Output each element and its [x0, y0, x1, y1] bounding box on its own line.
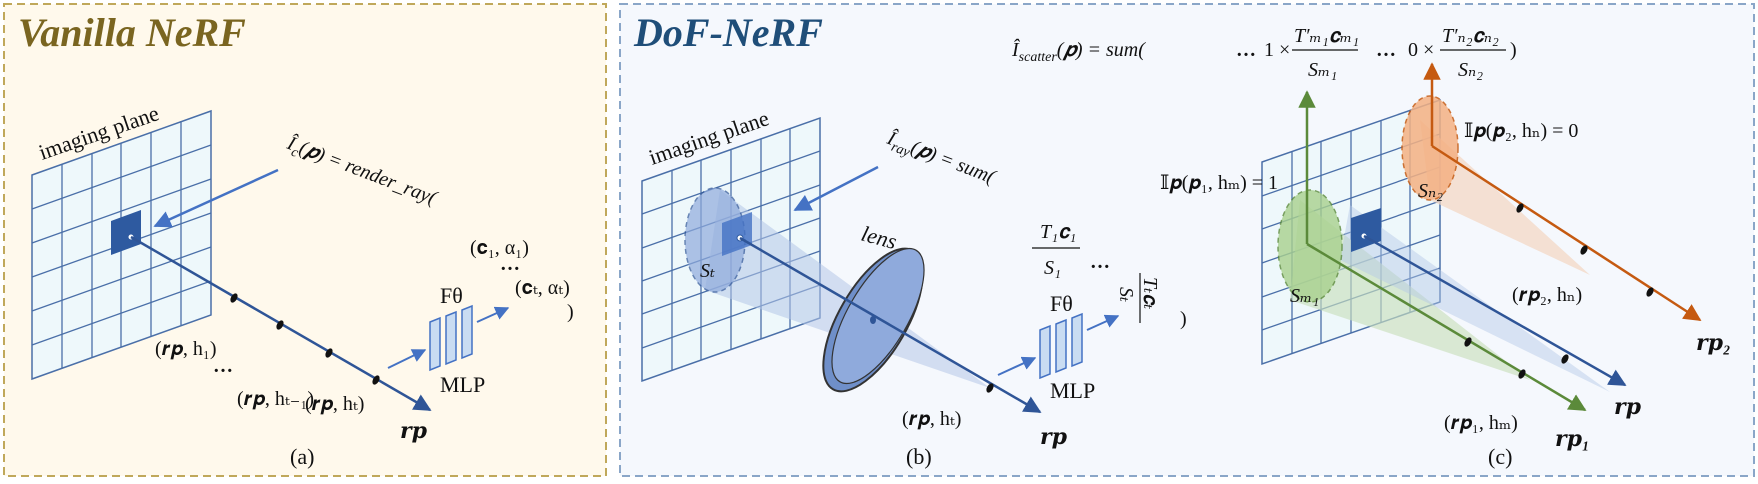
cone-b [705, 190, 990, 388]
f-theta-a: Fθ [440, 283, 463, 308]
panel-c: Îscatter(𝒑) = sum( … 1 × T′ₘ₁𝐜ₘ₁ Sₘ₁ … 0… [1011, 25, 1731, 469]
cone-orange [1420, 120, 1590, 275]
mlp-out-arrow-b [1086, 314, 1120, 331]
frac-n-den: Sₙ₂ [1458, 59, 1483, 81]
mlp-block-a [429, 304, 473, 372]
rp1-label: 𝒓𝒑₁ [1555, 426, 1590, 451]
ellipsis-a: … [500, 253, 520, 275]
lens [822, 247, 925, 393]
sample-points-c [1464, 203, 1654, 379]
panel-b-title: DoF-NeRF [633, 10, 823, 55]
ray-b [739, 236, 1042, 414]
sample-points-a [230, 293, 380, 385]
indicator-0: 𝕀𝒑(𝒑₂, hₙ) = 0 [1464, 120, 1578, 142]
imaging-plane-a [31, 109, 212, 381]
rp-label-b: 𝒓𝒑 [1040, 424, 1068, 449]
eq-c-sub: scatter [1019, 50, 1058, 65]
r-h1-label: (𝒓𝒑, h₁) [155, 338, 217, 360]
close-paren-b: ) [1180, 308, 1187, 330]
cone-green [1290, 200, 1530, 380]
panel-b: DoF-NeRF imaging plane Sₜ len [619, 3, 1755, 477]
mlp-out-arrow-a [476, 306, 510, 323]
mlp-label-a: MLP [440, 372, 485, 397]
frac1-num: T₁𝐜₁ [1040, 221, 1076, 243]
svg-text:Îscatter(𝒑) = sum(: Îscatter(𝒑) = sum( [1011, 38, 1146, 65]
eq-c-hat: Î [1011, 38, 1020, 61]
rp-label-a: 𝒓𝒑 [400, 418, 428, 443]
r-ht-label-a: (𝒓𝒑, hₜ) [305, 393, 364, 415]
fraction-1: T₁𝐜₁ S₁ [1032, 221, 1080, 279]
mlp-block-b [1039, 312, 1083, 380]
ct-alphat: (𝐜ₜ, αₜ) [515, 277, 570, 299]
r-p2-hn-label: (𝒓𝒑₂, hₙ) [1512, 284, 1582, 306]
indicator-1: 𝕀𝒑(𝒑₁, hₘ) = 1 [1160, 172, 1278, 194]
mlp-in-arrow-b [997, 356, 1037, 376]
equation-arrow-a [153, 168, 279, 228]
close-paren-a: ) [567, 301, 574, 323]
st-label-b: Sₜ [700, 260, 715, 282]
fract-den: Sₜ [1115, 287, 1137, 302]
s-m1-label: Sₘ₁ [1290, 285, 1319, 307]
mlp-in-arrow-a [387, 349, 427, 369]
panel-a: Vanilla NeRF imaging plane [3, 3, 607, 477]
eq-c-close: ) [1510, 39, 1517, 61]
eq-c-dots-2: … [1376, 39, 1396, 61]
panel-a-title: Vanilla NeRF [18, 10, 246, 55]
caption-b: (b) [906, 444, 932, 469]
r-p1-hm-label: (𝒓𝒑₁, hₘ) [1444, 412, 1518, 434]
f-theta-b: Fθ [1050, 291, 1073, 316]
caption-a: (a) [290, 444, 314, 469]
selected-pixel-a [111, 210, 141, 255]
r-ht-label-b: (𝒓𝒑, hₜ) [902, 408, 961, 430]
r-ht1-label: (𝒓𝒑, hₜ₋₁) [237, 388, 314, 410]
eq-c-times-0: 0 × [1408, 39, 1434, 61]
scatter-equation: Îscatter(𝒑) = sum( … 1 × T′ₘ₁𝐜ₘ₁ Sₘ₁ … 0… [1011, 25, 1517, 81]
eq-c-times-1: 1 × [1264, 39, 1290, 61]
sample-point-b [986, 383, 994, 393]
ray-p1 [1306, 242, 1587, 412]
eq-c-dots-1: … [1236, 39, 1256, 61]
selected-pixel-b [722, 212, 752, 256]
frac-m-den: Sₘ₁ [1308, 59, 1337, 81]
fraction-t: Tₜ𝐜ₜ Sₜ [1115, 273, 1161, 323]
c1-alpha1: (𝐜₁, α₁) [470, 237, 529, 259]
ray-p2 [1431, 144, 1702, 322]
dots-a: … [213, 355, 233, 377]
frac1-den: S₁ [1044, 257, 1061, 279]
eq-b-sub: ray [889, 140, 913, 161]
fract-num: Tₜ𝐜ₜ [1139, 277, 1161, 309]
blur-circle-orange [1401, 95, 1459, 201]
eq-c-arg: (𝒑) = sum( [1057, 39, 1146, 61]
rp-label-c: 𝒓𝒑 [1614, 394, 1642, 419]
frac-n-num: T′ₙ₂𝐜ₙ₂ [1442, 25, 1499, 47]
mlp-label-b: MLP [1050, 378, 1095, 403]
rp2-label: 𝒓𝒑₂ [1696, 330, 1731, 355]
s-n2-label: Sₙ₂ [1418, 180, 1443, 202]
eq-a-sub: c [289, 145, 301, 162]
frac-m-num: T′ₘ₁𝐜ₘ₁ [1294, 25, 1359, 47]
caption-c: (c) [1488, 444, 1512, 469]
ray-p [1363, 234, 1627, 387]
equation-arrow-b [793, 165, 879, 212]
ellipsis-b: … [1090, 251, 1110, 273]
